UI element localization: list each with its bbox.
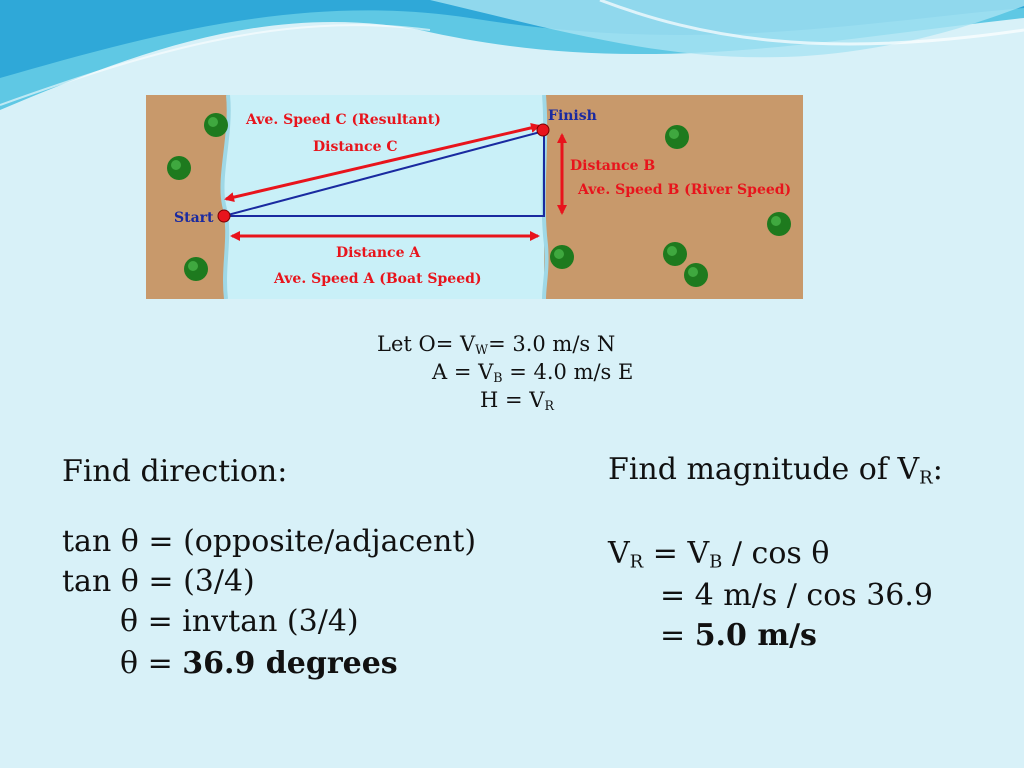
let-line-h: H = VR <box>480 388 554 414</box>
direction-heading: Find direction: <box>62 454 288 489</box>
label-finish: Finish <box>548 108 597 124</box>
start-point <box>217 209 231 223</box>
label-distance-b: Distance B <box>570 158 655 174</box>
magnitude-eq-2: = 4 m/s / cos 36.9 <box>660 578 934 613</box>
magnitude-eq-1: VR = VB / cos θ <box>608 536 830 573</box>
magnitude-heading: Find magnitude of VR: <box>608 452 943 489</box>
magnitude-result: = 5.0 m/s <box>660 618 817 653</box>
direction-line-1: tan θ = (opposite/adjacent) <box>62 524 477 559</box>
direction-line-2: tan θ = (3/4) <box>62 564 255 599</box>
finish-point <box>536 123 550 137</box>
label-speed-a: Ave. Speed A (Boat Speed) <box>273 271 482 287</box>
direction-line-3: θ = invtan (3/4) <box>120 604 359 639</box>
direction-result: θ = 36.9 degrees <box>120 646 398 681</box>
resultant-arrow <box>224 122 541 203</box>
header-waves <box>0 0 1024 110</box>
tree-icon <box>167 113 791 287</box>
label-speed-b: Ave. Speed B (River Speed) <box>577 182 791 198</box>
label-distance-a: Distance A <box>336 245 421 261</box>
label-start: Start <box>174 210 214 226</box>
let-line-a: A = VB = 4.0 m/s E <box>432 360 634 386</box>
let-line-o: Let O= VW= 3.0 m/s N <box>377 332 616 358</box>
label-speed-c: Ave. Speed C (Resultant) <box>245 112 441 128</box>
label-distance-c: Distance C <box>313 139 398 155</box>
river-crossing-diagram: Ave. Speed C (Resultant) Distance C Fini… <box>146 95 803 299</box>
